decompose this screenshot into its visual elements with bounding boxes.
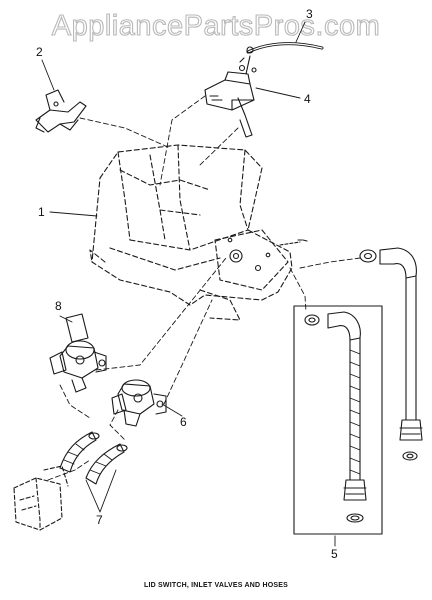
part-5-inlet-hose	[305, 312, 366, 522]
callout-4: 4	[304, 92, 311, 106]
part-4-lid-switch	[205, 56, 256, 137]
callout-8: 8	[55, 299, 62, 313]
callout-3: 3	[306, 7, 313, 21]
callout-1: 1	[38, 205, 45, 219]
diagram-caption: LID SWITCH, INLET VALVES AND HOSES	[144, 582, 288, 589]
part-8-inlet-valve	[50, 314, 106, 392]
part-7-fill-hoses	[60, 432, 127, 484]
assembly-lines	[48, 96, 360, 480]
callout-2: 2	[36, 45, 43, 59]
part-2-bracket	[36, 90, 86, 132]
callout-5: 5	[331, 547, 338, 561]
external-inlet-hose	[360, 248, 422, 460]
callout-leaders	[42, 22, 335, 546]
part-6-inlet-valve	[112, 380, 166, 426]
part-1-cabinet-base	[90, 145, 292, 320]
callout-7: 7	[96, 513, 103, 527]
watermark-logo: AppliancePartsPros.com	[51, 9, 381, 42]
part-5-inlet-hose-box	[294, 306, 382, 534]
part-3-wire-harness	[247, 44, 322, 53]
part-1-cabinet-holes	[228, 238, 307, 270]
tub-inlet-fitting	[14, 466, 68, 530]
callout-6: 6	[180, 415, 187, 429]
